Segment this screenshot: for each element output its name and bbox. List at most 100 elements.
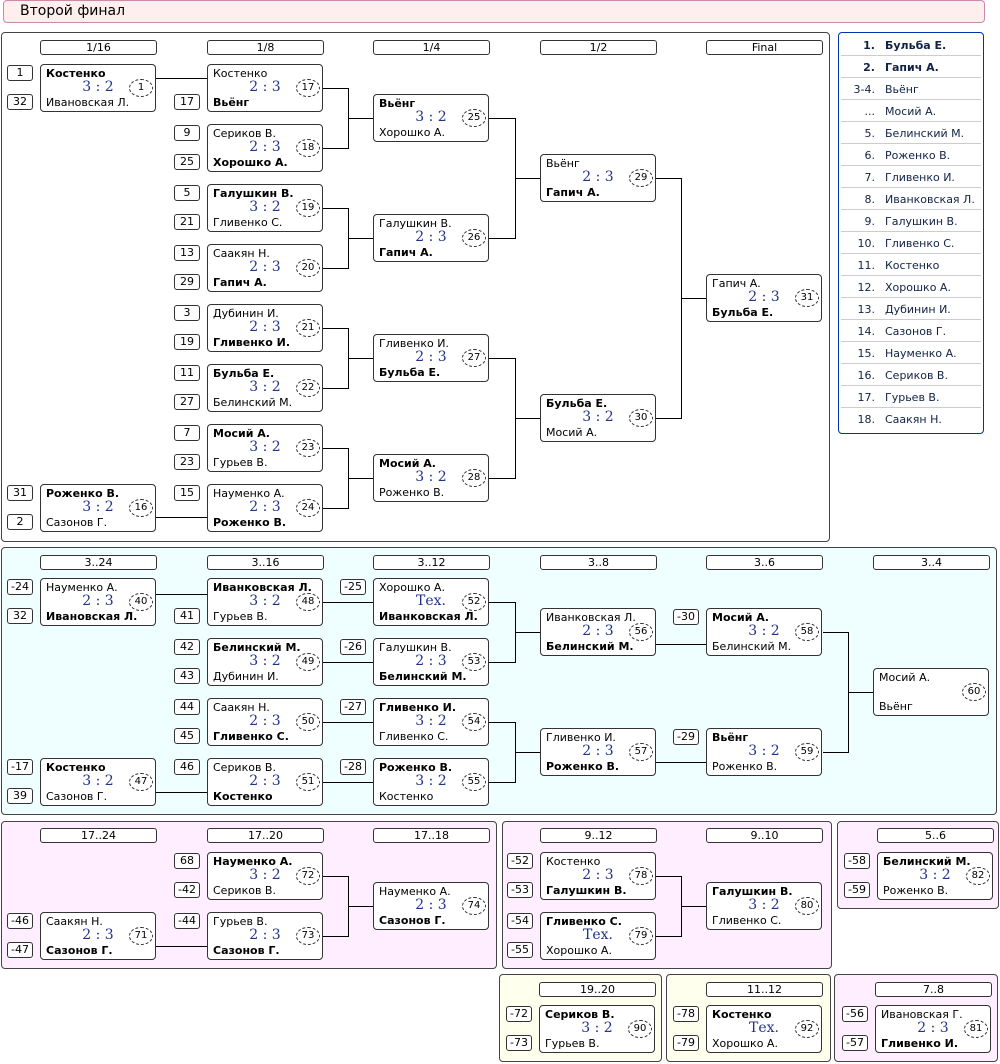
match-score: 2 : 3 (582, 867, 614, 883)
player-top: Сериков В. (213, 761, 276, 774)
player-bottom: Гливенко С. (213, 216, 283, 229)
player-bottom: Гливенко С. (379, 730, 449, 743)
bracket-connector (848, 692, 873, 693)
player-top: Ивановская Г. (881, 1008, 963, 1021)
match-number: 1 (129, 79, 153, 97)
player-top: Галушкин В. (712, 885, 793, 898)
seed-top: -24 (7, 579, 33, 595)
player-top: Бульба Е. (213, 367, 275, 380)
match-score: 2 : 3 (249, 139, 281, 155)
match-number: 71 (129, 927, 153, 945)
match-score: 2 : 3 (249, 773, 281, 789)
seed-bottom: -59 (844, 882, 870, 898)
player-top: Костенко (213, 67, 268, 80)
seed-top: -30 (673, 609, 699, 625)
seed-bottom: 39 (7, 788, 33, 804)
player-top: Мосий А. (712, 611, 769, 624)
standings-place: 18. (857, 413, 876, 426)
match-number: 28 (462, 469, 486, 487)
match-number: 24 (296, 499, 320, 517)
match-score: 2 : 3 (582, 743, 614, 759)
player-top: Роженко В. (379, 761, 453, 774)
player-top: Белинский М. (883, 855, 971, 868)
match-score: 3 : 2 (249, 867, 281, 883)
player-bottom: Гливенко С. (213, 730, 289, 743)
bracket-connector (489, 662, 515, 663)
player-top: Вьёнг (546, 157, 580, 170)
player-top: Галушкин В. (213, 187, 294, 200)
player-bottom: Гапич А. (379, 246, 433, 259)
player-top: Бульба Е. (546, 397, 608, 410)
seed-top: 46 (174, 759, 200, 775)
player-top: Гапич А. (712, 277, 761, 290)
player-top: Хорошко А. (379, 581, 445, 594)
standings-name: Бульба Е. (885, 39, 947, 52)
match-number: 48 (296, 593, 320, 611)
player-bottom: Сазонов Г. (213, 944, 280, 957)
match-number: 27 (462, 349, 486, 367)
player-top: Гливенко И. (379, 701, 457, 714)
match-score: 3 : 2 (415, 469, 447, 485)
seed-top: -25 (340, 579, 366, 595)
player-bottom: Гапич А. (213, 276, 267, 289)
match-score: 2 : 3 (415, 349, 447, 365)
seed-top: 3 (174, 305, 200, 321)
player-bottom: Ивановская Л. (46, 610, 138, 623)
match-score: 3 : 2 (748, 743, 780, 759)
match-number: 25 (462, 109, 486, 127)
match-number: 50 (296, 713, 320, 731)
match-score: 2 : 3 (82, 927, 114, 943)
player-top: Вьёнг (379, 97, 416, 110)
match-score: 3 : 2 (581, 1020, 613, 1036)
standings-place: 7. (864, 171, 876, 184)
bracket-connector (656, 936, 681, 937)
round-header-c24: 3..24 (40, 555, 157, 570)
match-score: Тех. (749, 1020, 779, 1036)
match-number: 47 (129, 773, 153, 791)
standings-row: 5.Белинский М. (841, 123, 981, 144)
standings-row: 13.Дубинин И. (841, 299, 981, 320)
standings-row: 7.Гливенко И. (841, 167, 981, 188)
seed-top: -52 (507, 853, 533, 869)
seed-bottom: 19 (174, 334, 200, 350)
bracket-connector (656, 178, 681, 179)
bracket-connector (823, 632, 848, 633)
match-score: 3 : 2 (748, 623, 780, 639)
player-top: Вьёнг (712, 731, 749, 744)
standings-place: 11. (857, 259, 876, 272)
player-top: Иванковская Л. (546, 611, 636, 624)
player-bottom: Гапич А. (546, 186, 600, 199)
seed-bottom: -73 (506, 1035, 532, 1051)
seed-bottom: 32 (7, 608, 33, 624)
seed-bottom: -79 (673, 1035, 699, 1051)
seed-top: 7 (174, 425, 200, 441)
match-score: 2 : 3 (249, 927, 281, 943)
player-top: Науменко А. (213, 487, 285, 500)
player-bottom: Гурьев В. (213, 610, 268, 623)
seed-bottom: 29 (174, 274, 200, 290)
player-bottom: Белинский М. (712, 640, 792, 653)
player-bottom: Хорошко А. (379, 126, 445, 139)
round-header-p12: 9..12 (540, 828, 657, 843)
player-bottom: Хорошко А. (712, 1037, 778, 1050)
match-score: 3 : 2 (249, 439, 281, 455)
round-header-r4: 1/4 (373, 40, 490, 55)
bracket-connector (514, 752, 540, 753)
bracket-connector (514, 632, 540, 633)
seed-bottom: 45 (174, 728, 200, 744)
bracket-connector (489, 722, 515, 723)
bracket-connector (514, 178, 540, 179)
match-number: 49 (296, 653, 320, 671)
player-bottom: Белинский М. (546, 640, 634, 653)
seed-bottom: -57 (842, 1035, 868, 1051)
match-score: 3 : 2 (249, 379, 281, 395)
player-top: Роженко В. (46, 487, 120, 500)
